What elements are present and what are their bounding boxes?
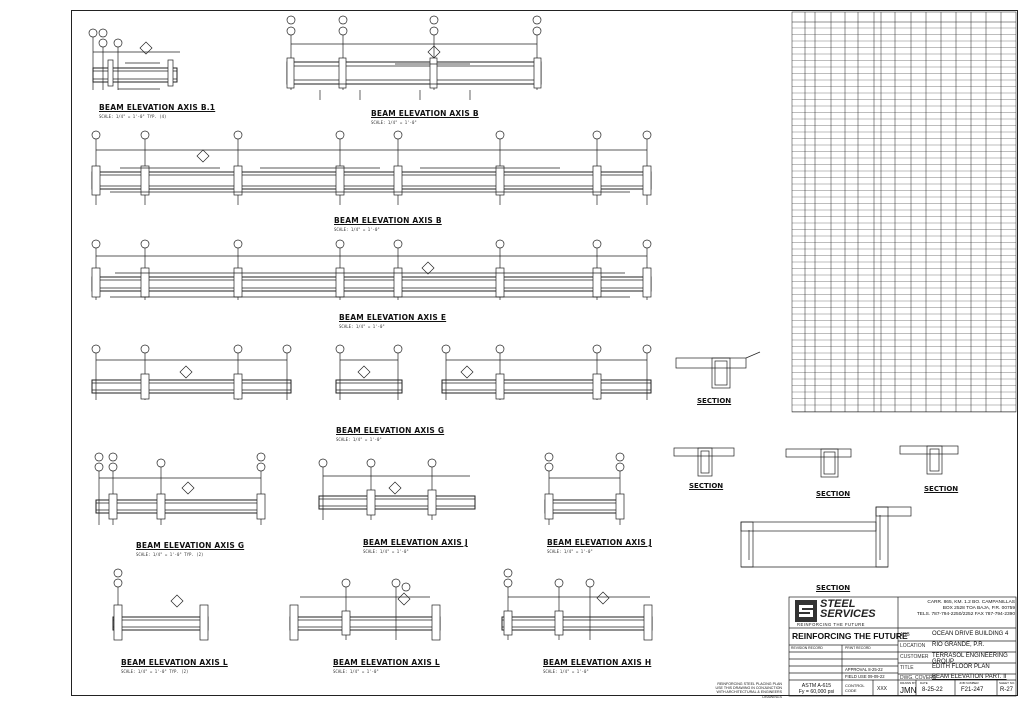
section-label-2: SECTION [689, 482, 724, 490]
beam-l2-graphic [289, 578, 441, 641]
title-value: EDITH FLOOR PLAN [932, 664, 990, 670]
beam-l1-graphic [112, 568, 209, 641]
job-number-key: JOB NUMBER [959, 681, 979, 685]
section-label-1: SECTION [697, 397, 732, 405]
drawing-sheet [71, 10, 1018, 696]
field-use-record: FIELD USE 09-09-22 [845, 674, 885, 679]
company-tagline-small: REINFORCING THE FUTURE [797, 622, 865, 627]
beam-j2-graphic [544, 452, 625, 525]
beam-b-full-graphic [91, 130, 652, 205]
job-value: OCEAN DRIVE BUILDING 4 [932, 631, 1009, 637]
note-line-1: REINFORCING STEEL PLACING PLAN [717, 682, 782, 686]
company-line-2: SERVICES [820, 608, 876, 620]
sheet-number-key: SHEET NO. [999, 681, 1016, 685]
elevation-title-e: BEAM ELEVATION AXIS E [339, 313, 447, 322]
approval-record: APPROVAL 8-25-22 [845, 667, 883, 672]
beam-g2-graphic [94, 452, 266, 525]
location-key: LOCATION [900, 643, 926, 649]
dwg-covers-value: BEAM ELEVATION PART. II [932, 674, 1007, 680]
job-key: JOB [900, 632, 910, 638]
beam-b-top-graphic [286, 15, 542, 100]
title-block-graphic [788, 596, 1017, 697]
elevation-title-j2: BEAM ELEVATION AXIS J [547, 538, 652, 547]
job-number-value: F21-247 [961, 687, 984, 693]
steel-services-logo [795, 600, 817, 622]
note-line-3: WITH ARCHITECTURAL & ENGINEERS DRAWINGS [716, 690, 782, 699]
placing-plan-note: REINFORCING STEEL PLACING PLAN USE THIS … [700, 682, 783, 699]
title-key: TITLE [900, 665, 914, 671]
elevation-scale-b-full: SCALE: 1/4" = 1'-0" [334, 227, 380, 232]
elevation-scale-g1: SCALE: 1/4" = 1'-0" [336, 437, 382, 442]
address-line-1: CARR. 865, KM. 1.2 BO. CAMPANILLAS [927, 600, 1015, 605]
drawn-by-value: JMN [900, 686, 917, 695]
beam-e-graphic [91, 239, 652, 300]
control-code-key: CONTROL CODE [845, 683, 865, 693]
elevation-scale-j2: SCALE: 1/4" = 1'-0" [547, 549, 593, 554]
location-value: RIO GRANDE, P.R. [932, 642, 985, 648]
elevation-title-l2: BEAM ELEVATION AXIS L [333, 658, 440, 667]
customer-key: CUSTOMER [900, 654, 929, 660]
elevation-title-h: BEAM ELEVATION AXIS H [543, 658, 652, 667]
date-value: 8-25-22 [922, 687, 943, 693]
fy-value: Fy = 60,000 psi [798, 689, 835, 695]
revision-record-key: REVISION RECORD [791, 646, 823, 650]
company-line-1: STEEL [820, 598, 856, 610]
elevation-scale-g2: SCALE: 1/4" = 1'-0" TYP. (2) [136, 552, 204, 557]
elevation-title-g1: BEAM ELEVATION AXIS G [336, 426, 445, 435]
beam-b1-graphic [88, 28, 180, 90]
company-tagline: REINFORCING THE FUTURE [792, 631, 908, 641]
elevation-scale-b1: SCALE: 1/4" = 1'-0" TYP. (4) [99, 114, 167, 119]
bar-schedule-rows [792, 27, 1016, 412]
elevation-title-b-top: BEAM ELEVATION AXIS B [371, 109, 479, 118]
elevation-title-b-full: BEAM ELEVATION AXIS B [334, 216, 442, 225]
astm-spec: ASTM A-615 Fy = 60,000 psi [793, 683, 840, 695]
elevation-title-j1: BEAM ELEVATION AXIS J [363, 538, 468, 547]
elevation-title-l1: BEAM ELEVATION AXIS L [121, 658, 228, 667]
section-label-5: SECTION [816, 584, 851, 592]
customer-value: TERRASOL ENGINEERING GROUP [932, 653, 1008, 665]
beam-j1-graphic [318, 458, 476, 520]
drawn-by-key: DRAWN BY [900, 681, 917, 685]
dwg-covers-key: DWG. COVERS [900, 675, 937, 681]
sheet-number-value: R-27 [1000, 687, 1014, 693]
section-label-3: SECTION [816, 490, 851, 498]
elevation-title-g2: BEAM ELEVATION AXIS G [136, 541, 245, 550]
sections-graphic [673, 351, 959, 568]
elevation-scale-l2: SCALE: 1/4" = 1'-0" [333, 669, 379, 674]
note-line-2: USE THIS DRAWING IN CONJUNCTION [715, 686, 783, 691]
elevation-scale-j1: SCALE: 1/4" = 1'-0" [363, 549, 409, 554]
company-address: CARR. 865, KM. 1.2 BO. CAMPANILLAS BOX 2… [900, 600, 1015, 618]
section-label-4: SECTION [924, 485, 959, 493]
beam-g-graphic [91, 344, 652, 400]
elevation-scale-e: SCALE: 1/4" = 1'-0" [339, 324, 385, 329]
print-record-key: PRINT RECORD [845, 646, 871, 650]
elevation-title-b1: BEAM ELEVATION AXIS B.1 [99, 103, 216, 112]
bar-schedule-table [791, 11, 1017, 413]
address-line-2: BOX 2528 TOA BAJA, P.R. 00759 [942, 606, 1015, 611]
phone-line: TELS. 787-794-2250/2252 FAX 787-794-2390 [916, 612, 1015, 617]
beam-h-graphic [501, 568, 653, 641]
elevation-scale-h: SCALE: 1/4" = 1'-0" [543, 669, 589, 674]
company-name: STEEL SERVICES [820, 598, 876, 620]
control-code-value: XXX [877, 686, 888, 692]
astm-value: ASTM A-615 [801, 683, 832, 689]
elevation-scale-l1: SCALE: 1/4" = 1'-0" TYP. (2) [121, 669, 189, 674]
date-key: DATE [920, 681, 928, 685]
elevation-scale-b-top: SCALE: 1/4" = 1'-0" [371, 120, 417, 125]
